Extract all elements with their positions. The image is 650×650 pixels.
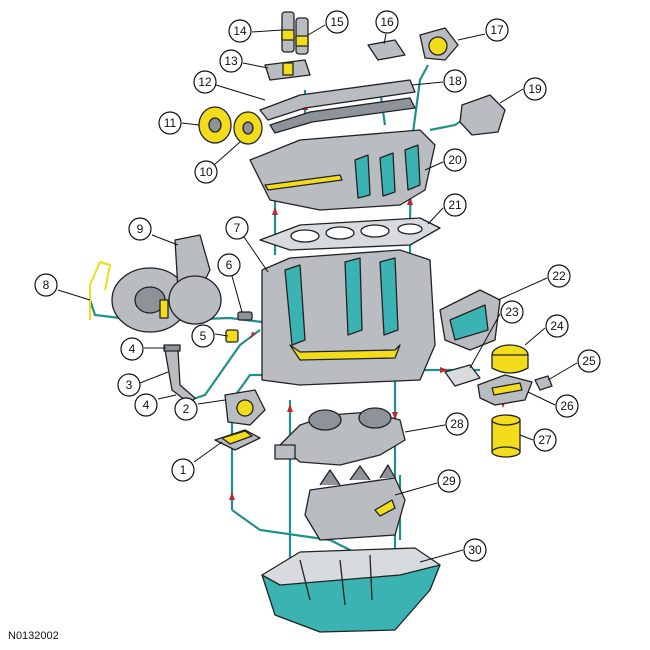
svg-text:21: 21 (448, 198, 462, 212)
cam-phasers (198, 106, 263, 145)
svg-text:5: 5 (200, 329, 207, 343)
oil-pump (224, 389, 266, 426)
svg-text:25: 25 (582, 354, 596, 368)
oil-filter (491, 414, 521, 458)
camshafts (259, 79, 416, 134)
svg-text:6: 6 (226, 258, 233, 272)
callout-4-upper: 4 (120, 337, 144, 361)
svg-text:27: 27 (538, 433, 552, 447)
oil-pressure-sensor (534, 375, 553, 391)
callout-23: 23 (500, 300, 524, 324)
callout-27: 27 (533, 428, 557, 452)
oil-filter-housing (477, 374, 533, 406)
callout-10: 10 (194, 160, 218, 184)
callout-21: 21 (443, 193, 467, 217)
cylinder-block (261, 249, 436, 386)
svg-text:19: 19 (528, 82, 542, 96)
svg-text:28: 28 (450, 417, 464, 431)
svg-text:10: 10 (199, 165, 213, 179)
flow-arrow (407, 197, 413, 205)
svg-text:18: 18 (448, 74, 462, 88)
flow-arrow (229, 492, 235, 500)
callout-15: 15 (325, 10, 349, 34)
vacuum-pump (419, 27, 459, 61)
svg-text:7: 7 (234, 221, 241, 235)
svg-text:2: 2 (183, 402, 190, 416)
svg-text:17: 17 (490, 23, 504, 37)
callout-9: 9 (128, 217, 152, 241)
svg-text:1: 1 (180, 463, 187, 477)
callout-26: 26 (555, 394, 579, 418)
svg-text:29: 29 (442, 474, 456, 488)
flow-arrow (287, 404, 293, 412)
figure-id: N0132002 (8, 630, 59, 642)
svg-text:8: 8 (43, 278, 50, 292)
callout-12: 12 (193, 70, 217, 94)
svg-text:24: 24 (550, 319, 564, 333)
svg-text:30: 30 (468, 543, 482, 557)
flow-arrow (250, 332, 256, 339)
callout-16: 16 (375, 10, 399, 34)
lower-crankcase (304, 464, 406, 541)
flow-arrow (392, 412, 398, 420)
oil-filter-cap (491, 344, 529, 374)
flow-arrow (440, 367, 448, 373)
turbo-oil-feed-line (89, 260, 112, 320)
callout-8: 8 (34, 273, 58, 297)
svg-text:16: 16 (380, 15, 394, 29)
svg-text:20: 20 (448, 153, 462, 167)
callout-6: 6 (217, 253, 241, 277)
callout-1: 1 (171, 458, 195, 482)
turbo-oil-return-line (163, 344, 196, 405)
callout-11: 11 (158, 111, 182, 135)
callout-14: 14 (228, 19, 252, 43)
fittings (225, 311, 253, 343)
turbocharger (111, 234, 222, 333)
callout-7: 7 (225, 216, 249, 240)
callout-24: 24 (545, 314, 569, 338)
svg-text:12: 12 (198, 75, 212, 89)
fuel-pump (459, 94, 506, 136)
leader-lines (57, 24, 578, 563)
crankshaft (274, 407, 406, 466)
cooler-gasket (444, 364, 481, 387)
callout-5: 5 (191, 324, 215, 348)
callout-19: 19 (523, 77, 547, 101)
cam-bracket (367, 39, 406, 61)
svg-text:13: 13 (224, 54, 238, 68)
callout-4-lower: 4 (134, 393, 158, 417)
oil-pan (261, 547, 441, 633)
callout-22: 22 (547, 264, 571, 288)
callout-18: 18 (443, 69, 467, 93)
svg-text:15: 15 (330, 15, 344, 29)
svg-text:14: 14 (233, 24, 247, 38)
cylinder-head (249, 129, 436, 211)
svg-text:4: 4 (129, 342, 136, 356)
svg-text:22: 22 (552, 269, 566, 283)
callout-25: 25 (577, 349, 601, 373)
svg-text:4: 4 (143, 398, 150, 412)
svg-text:26: 26 (560, 399, 574, 413)
callout-28: 28 (445, 412, 469, 436)
callout-30: 30 (463, 538, 487, 562)
oil-cooler-housing (439, 289, 501, 351)
callout-2: 2 (174, 397, 198, 421)
oil-control-solenoids (264, 11, 311, 81)
oil-pickup (214, 429, 261, 451)
svg-text:3: 3 (126, 378, 133, 392)
callout-17: 17 (485, 18, 509, 42)
callouts: 1 2 3 4 4 5 6 7 8 9 10 11 12 13 14 15 16… (34, 10, 601, 562)
svg-text:11: 11 (164, 116, 177, 130)
callout-29: 29 (437, 469, 461, 493)
callout-20: 20 (443, 148, 467, 172)
flow-arrow (272, 207, 278, 215)
head-gasket (259, 217, 441, 251)
callout-3: 3 (117, 373, 141, 397)
callout-13: 13 (219, 49, 243, 73)
svg-text:9: 9 (137, 222, 144, 236)
svg-text:23: 23 (505, 305, 519, 319)
